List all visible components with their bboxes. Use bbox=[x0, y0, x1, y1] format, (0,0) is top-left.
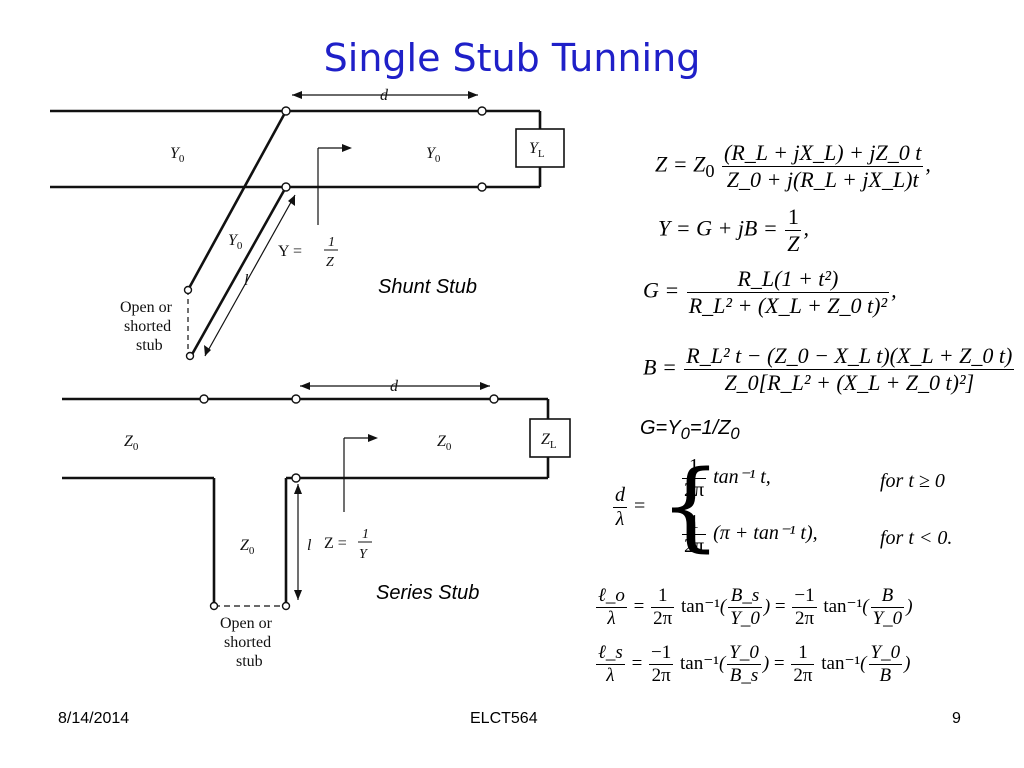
shunt-stub-conductor-1 bbox=[186, 110, 288, 291]
footer-course: ELCT564 bbox=[470, 710, 538, 727]
shunt-admittance-den: Z bbox=[326, 255, 334, 270]
series-impedance-label: Z = bbox=[324, 535, 347, 552]
page-number: 9 bbox=[952, 710, 961, 727]
b-lhs: B = bbox=[643, 354, 677, 380]
case-2-condition: for t < 0. bbox=[880, 527, 953, 549]
shunt-stub-conductor-2 bbox=[188, 186, 288, 359]
series-stub-caption: Series Stub bbox=[376, 582, 480, 604]
footer-date: 8/14/2014 bbox=[58, 710, 130, 727]
shunt-stub-caption: Shunt Stub bbox=[378, 276, 477, 298]
equation-g: G = R_L(1 + t²)R_L² + (X_L + Z_0 t)², bbox=[643, 266, 897, 318]
case-1-condition: for t ≥ 0 bbox=[880, 470, 945, 492]
b-numerator: R_L² t − (Z_0 − X_L t)(X_L + Z_0 t) bbox=[684, 343, 1015, 370]
series-load-box bbox=[529, 418, 571, 458]
z-lhs: Z = Z bbox=[655, 151, 706, 177]
b-denominator: Z_0[R_L² + (X_L + Z_0 t)²] bbox=[724, 370, 975, 395]
shunt-l-label: l bbox=[244, 272, 249, 289]
shunt-load-label: YL bbox=[529, 140, 545, 160]
series-l-label: l bbox=[307, 537, 312, 554]
shunt-y0-left: Y0 bbox=[170, 145, 185, 165]
series-impedance-den: Y bbox=[359, 547, 369, 562]
series-note-2: shorted bbox=[224, 634, 271, 651]
shunt-admittance-num: 1 bbox=[328, 235, 335, 250]
z-denominator: Z_0 + j(R_L + jX_L)t bbox=[726, 167, 919, 192]
series-load-label: ZL bbox=[541, 431, 557, 451]
shunt-load-box bbox=[515, 128, 565, 168]
series-note-1: Open or bbox=[220, 615, 273, 632]
shunt-note-1: Open or bbox=[120, 299, 173, 316]
g-lhs: G = bbox=[643, 277, 680, 303]
shunt-note-3: stub bbox=[136, 337, 163, 354]
shunt-stub-y0: Y0 bbox=[228, 232, 243, 252]
shunt-admittance-label: Y = bbox=[278, 243, 302, 260]
matching-condition: G=Y0=1/Z0 bbox=[640, 417, 740, 443]
series-z0-left: Z0 bbox=[124, 433, 139, 453]
y-lhs: Y = G + jB = bbox=[658, 215, 778, 241]
equation-b: B = R_L² t − (Z_0 − X_L t)(X_L + Z_0 t)Z… bbox=[643, 343, 1016, 396]
shunt-y0-right: Y0 bbox=[426, 145, 441, 165]
g-denominator: R_L² + (X_L + Z_0 t)² bbox=[688, 293, 888, 318]
series-impedance-num: 1 bbox=[362, 527, 369, 542]
piecewise-brace: { bbox=[660, 450, 722, 562]
y-numerator: 1 bbox=[785, 204, 802, 231]
shunt-note-2: shorted bbox=[124, 318, 171, 335]
y-denominator: Z bbox=[787, 231, 800, 256]
series-stub-z0: Z0 bbox=[240, 537, 255, 557]
series-z0-right: Z0 bbox=[437, 433, 452, 453]
z-numerator: (R_L + jX_L) + jZ_0 t bbox=[722, 140, 924, 167]
series-d-label: d bbox=[390, 378, 399, 395]
series-note-3: stub bbox=[236, 653, 263, 670]
slide-title: Single Stub Tunning bbox=[323, 36, 701, 80]
g-numerator: R_L(1 + t²) bbox=[686, 266, 890, 293]
shunt-d-label: d bbox=[380, 87, 389, 104]
